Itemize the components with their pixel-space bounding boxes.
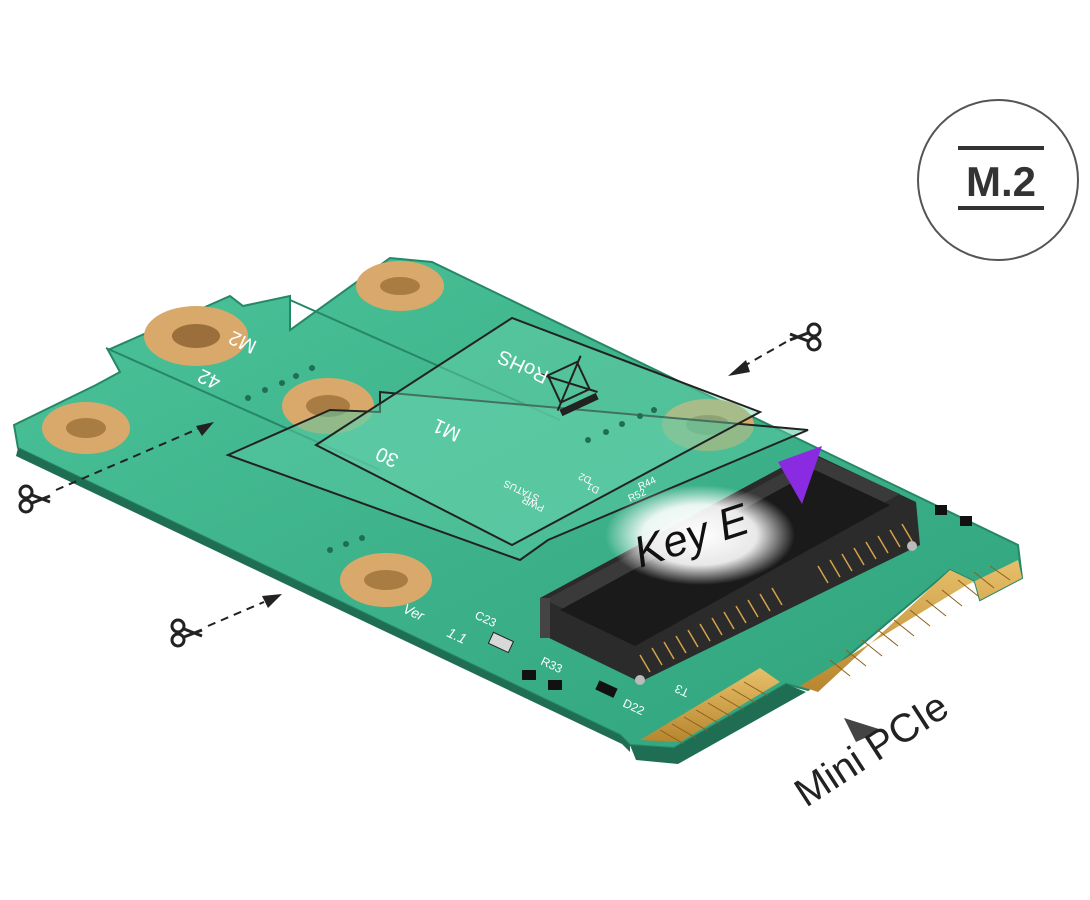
scissors-icon — [18, 484, 51, 514]
mini-pcie-label: Mini PCIe — [787, 684, 956, 815]
key-marker-icon — [778, 446, 822, 504]
arrow-icon — [262, 594, 282, 608]
cut-guide-left-upper — [18, 422, 214, 514]
mount-pad-2 — [144, 306, 248, 366]
silk-d2: D2 — [577, 470, 594, 486]
cut-guide-right — [728, 322, 822, 376]
mount-pad-1 — [42, 402, 130, 454]
mini-pcie-callout: Mini PCIe — [787, 684, 956, 815]
key-e-callout: Key E — [605, 446, 822, 585]
cut-guide-left-lower — [170, 594, 282, 648]
arrow-icon — [196, 422, 214, 436]
adapter-board: M2 42 M1 30 RoHS STATUS PWR D2 D1 R44 R5… — [12, 256, 1024, 752]
edge-connector-fingers — [630, 560, 1022, 764]
scissors-icon — [789, 322, 822, 352]
silk-d1: D1 — [585, 480, 602, 496]
silk-t3: T3 — [672, 681, 691, 700]
scissors-icon — [170, 618, 203, 648]
mount-pad-3 — [356, 261, 444, 311]
silk-ver-num: 1.1 — [445, 624, 469, 647]
via-row — [245, 365, 657, 553]
mount-pad-6 — [340, 553, 432, 607]
m2-badge-label: M.2 — [966, 158, 1036, 205]
arrow-icon — [844, 718, 882, 742]
m2-badge: M.2 — [917, 99, 1079, 261]
arrow-icon — [728, 360, 750, 376]
recycle-bin-icon — [540, 355, 599, 417]
